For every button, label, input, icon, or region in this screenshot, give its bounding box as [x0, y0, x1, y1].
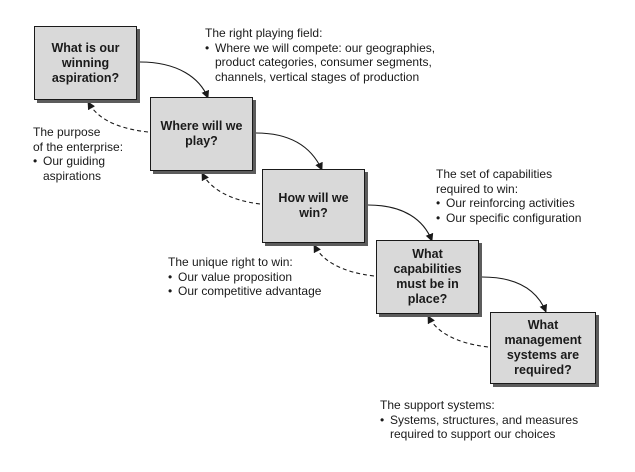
note-heading: The support systems:	[380, 398, 495, 412]
winning-aspiration-box: What is our winning aspiration?	[34, 26, 137, 100]
note-bullets: Our guiding aspirations	[33, 154, 123, 183]
note-bullet: Our value proposition	[168, 270, 321, 285]
where-to-play-box: Where will we play?	[150, 97, 253, 171]
capabilities-box: What capabilities must be in place?	[376, 240, 479, 314]
feedback-arrow-1	[87, 101, 149, 133]
unique-right-note: The unique right to win: Our value propo…	[168, 255, 321, 299]
note-bullets: Our value proposition Our competitive ad…	[168, 270, 321, 299]
forward-arrow-2	[255, 132, 323, 171]
note-bullet: Systems, structures, and measures requir…	[380, 413, 578, 442]
note-bullets: Our reinforcing activities Our specific …	[436, 196, 581, 225]
note-heading: The unique right to win:	[168, 255, 293, 269]
note-heading: The purpose of the enterprise:	[33, 125, 124, 154]
note-bullet: Our competitive advantage	[168, 284, 321, 299]
forward-arrow-1	[139, 61, 210, 99]
playing-field-note: The right playing field: Where we will c…	[205, 26, 435, 84]
note-bullets: Where we will compete: our geographies, …	[205, 41, 435, 85]
capabilities-note: The set of capabilities required to win:…	[436, 167, 581, 225]
feedback-arrow-4	[427, 315, 489, 348]
forward-arrow-3	[367, 204, 434, 242]
purpose-note: The purpose of the enterprise: Our guidi…	[33, 125, 123, 183]
note-heading: The set of capabilities required to win:	[436, 167, 553, 196]
note-bullet: Our reinforcing activities	[436, 196, 581, 211]
note-bullet: Our specific configuration	[436, 211, 581, 226]
management-systems-box: What management systems are required?	[490, 312, 596, 384]
note-bullet: Our guiding aspirations	[33, 154, 123, 183]
note-bullets: Systems, structures, and measures requir…	[380, 413, 578, 442]
note-heading: The right playing field:	[205, 26, 323, 40]
note-bullet: Where we will compete: our geographies, …	[205, 41, 435, 85]
support-systems-note: The support systems: Systems, structures…	[380, 398, 578, 442]
feedback-arrow-3	[313, 244, 375, 277]
feedback-arrow-2	[201, 172, 261, 205]
forward-arrow-4	[481, 276, 548, 313]
how-to-win-box: How will we win?	[262, 169, 365, 243]
